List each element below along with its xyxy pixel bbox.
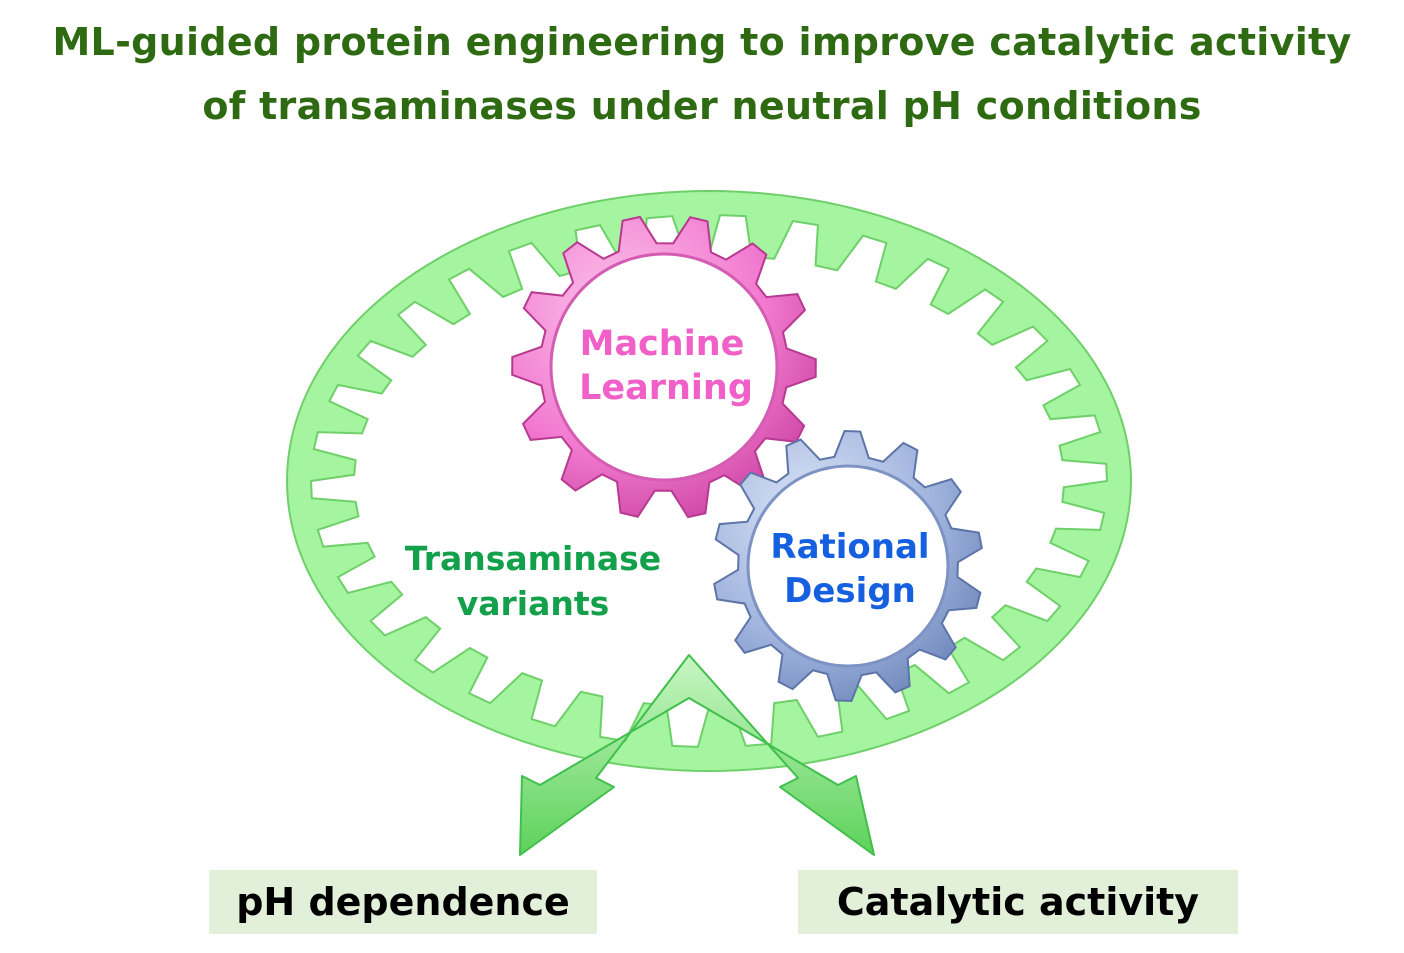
rational-design-label-1: Rational <box>770 527 929 567</box>
transaminase-variants-label-1: Transaminase <box>405 539 661 578</box>
output-ph-dependence-label: pH dependence <box>236 880 570 924</box>
rational-design-label-2: Design <box>784 571 916 611</box>
output-catalytic-activity: Catalytic activity <box>798 870 1238 934</box>
split-arrows <box>519 654 875 856</box>
gear-ring <box>285 189 1133 773</box>
title-line-1: ML-guided protein engineering to improve… <box>52 20 1352 64</box>
output-catalytic-activity-label: Catalytic activity <box>836 880 1200 924</box>
rational-design-gear-hub <box>746 464 950 668</box>
machine-learning-label-2: Learning <box>579 368 753 408</box>
transaminase-variants-label-2: variants <box>457 584 610 623</box>
output-ph-dependence: pH dependence <box>209 870 597 934</box>
machine-learning-label-1: Machine <box>580 324 745 364</box>
machine-learning-gear-hub <box>549 252 779 482</box>
title-line-2: of transaminases under neutral pH condit… <box>202 84 1202 128</box>
